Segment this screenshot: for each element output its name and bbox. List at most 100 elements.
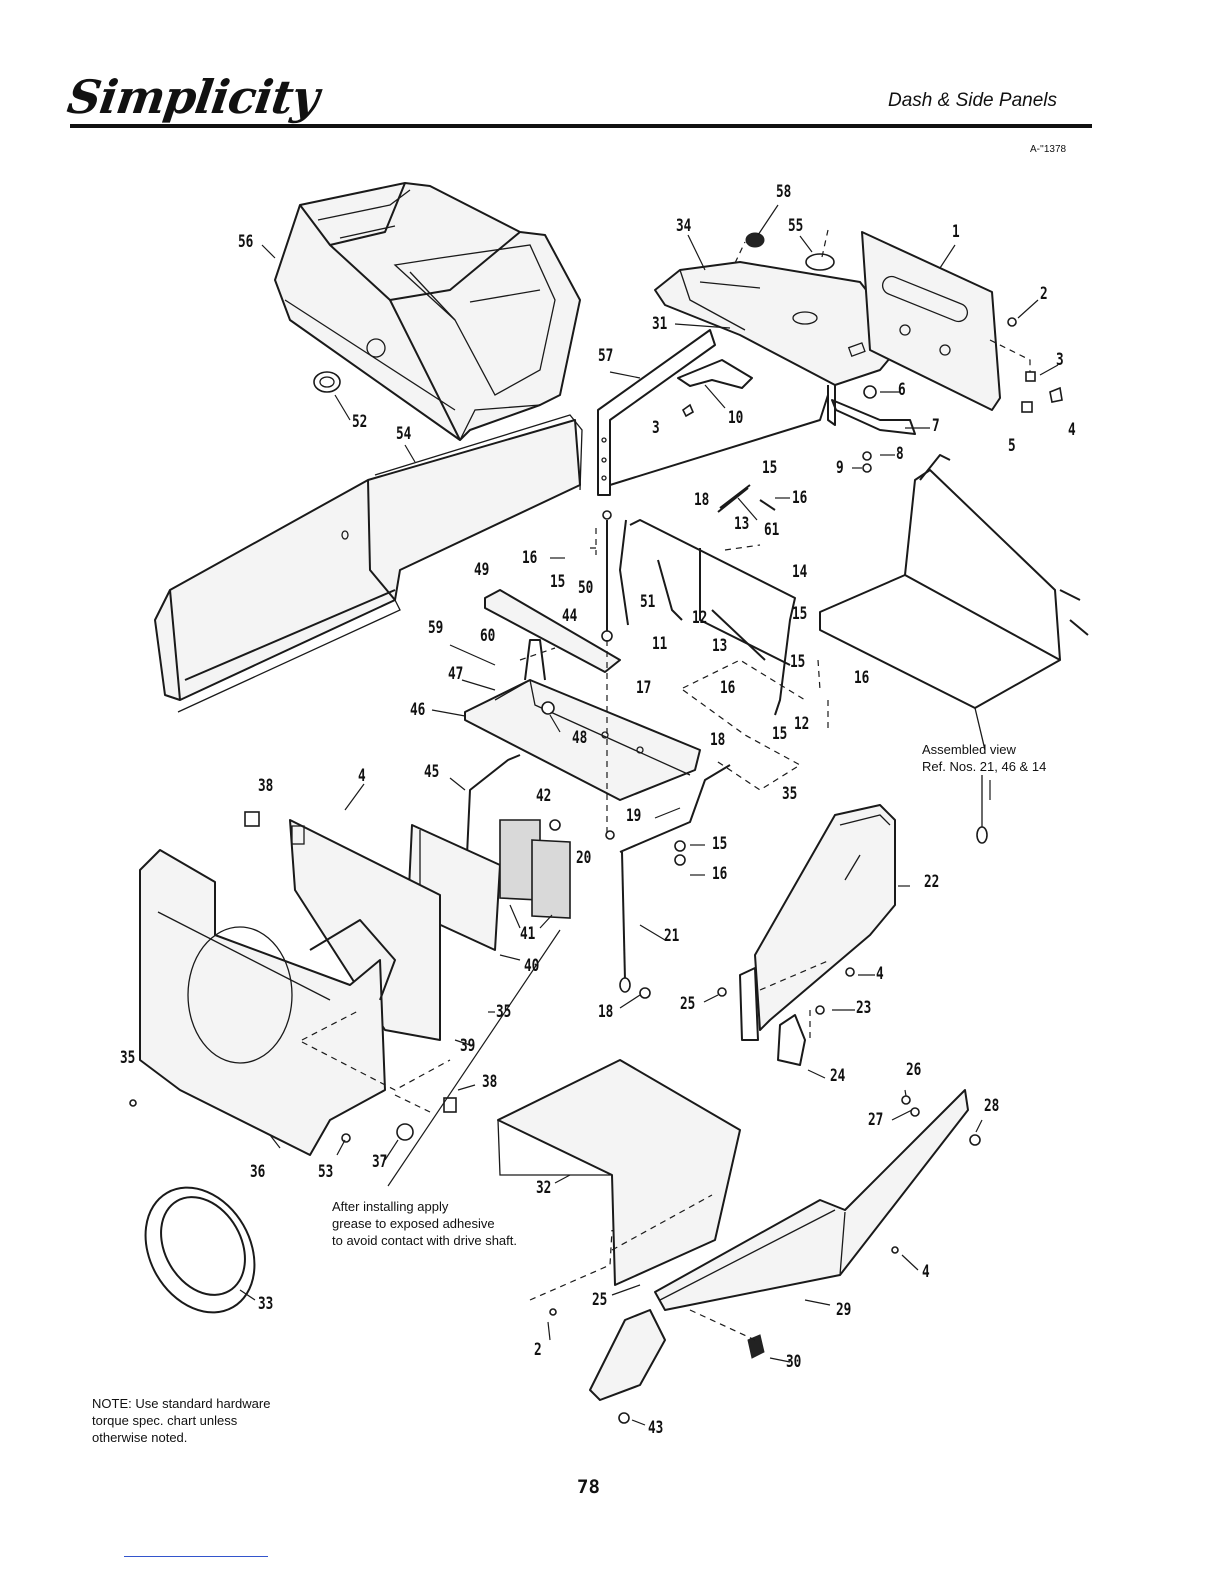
- callout-22: 22: [924, 872, 940, 892]
- part-14-linkage-frame: [619, 484, 796, 716]
- callout-15f: 15: [712, 834, 728, 854]
- callout-59: 59: [428, 618, 444, 638]
- grease-note-line-3: to avoid contact with drive shaft.: [332, 1233, 517, 1248]
- part-57-bracket: [597, 329, 829, 496]
- callout-8: 8: [896, 444, 904, 464]
- callout-4c: 4: [876, 964, 884, 984]
- callout-30: 30: [786, 1352, 802, 1372]
- part-41-foam-blocks: [499, 819, 571, 919]
- callout-41: 41: [520, 924, 536, 944]
- grease-note: After installing apply grease to exposed…: [332, 1198, 517, 1249]
- callout-16: 16: [792, 488, 808, 508]
- callout-61: 61: [764, 520, 780, 540]
- assembly-dash-lines: [301, 229, 1031, 1341]
- hardware-lower-left: [129, 811, 615, 1143]
- callout-43: 43: [648, 1418, 664, 1438]
- callout-60: 60: [480, 626, 496, 646]
- callout-56: 56: [238, 232, 254, 252]
- part-7-bracket: [831, 399, 916, 435]
- callout-3b: 3: [652, 418, 660, 438]
- callout-34: 34: [676, 216, 692, 236]
- callout-15e: 15: [772, 724, 788, 744]
- part-50-rod: [601, 510, 613, 642]
- callout-leader-lines: [239, 204, 1059, 1426]
- torque-note-line-3: otherwise noted.: [92, 1430, 188, 1445]
- header-rule: [70, 124, 1092, 128]
- callout-52: 52: [352, 412, 368, 432]
- callout-40: 40: [524, 956, 540, 976]
- callout-27: 27: [868, 1110, 884, 1130]
- callout-54: 54: [396, 424, 412, 444]
- callout-18c: 18: [598, 1002, 614, 1022]
- callout-23: 23: [856, 998, 872, 1018]
- callout-38b: 38: [482, 1072, 498, 1092]
- callout-13: 13: [734, 514, 750, 534]
- callout-47: 47: [448, 664, 464, 684]
- callout-13b: 13: [712, 636, 728, 656]
- callout-15d: 15: [790, 652, 806, 672]
- callout-58: 58: [776, 182, 792, 202]
- callout-44: 44: [562, 606, 578, 626]
- callout-55: 55: [788, 216, 804, 236]
- callout-4b: 4: [358, 766, 366, 786]
- assembled-view-line-2: Ref. Nos. 21, 46 & 14: [922, 759, 1047, 774]
- part-54-side-panel: [154, 414, 583, 713]
- callout-19: 19: [626, 806, 642, 826]
- callout-29: 29: [836, 1300, 852, 1320]
- torque-note-line-2: torque spec. chart unless: [92, 1413, 238, 1428]
- callout-12: 12: [692, 608, 708, 628]
- callout-35c: 35: [120, 1048, 136, 1068]
- part-10-clip: [677, 359, 753, 389]
- callout-38: 38: [258, 776, 274, 796]
- callout-18: 18: [694, 490, 710, 510]
- callout-15: 15: [762, 458, 778, 478]
- callout-16d: 16: [720, 678, 736, 698]
- callout-39: 39: [460, 1036, 476, 1056]
- assembled-view-line-1: Assembled view: [922, 742, 1016, 757]
- hardware-top-right: [681, 317, 1063, 473]
- hardware-lower-right: [549, 967, 981, 1424]
- callout-37: 37: [372, 1152, 388, 1172]
- callout-57: 57: [598, 346, 614, 366]
- callout-18b: 18: [710, 730, 726, 750]
- callout-20: 20: [576, 848, 592, 868]
- callout-6: 6: [898, 380, 906, 400]
- assembled-view-note: Assembled view Ref. Nos. 21, 46 & 14: [922, 741, 1046, 775]
- part-32-cover: [497, 1059, 741, 1286]
- part-52-grommet: [313, 371, 341, 393]
- callout-49: 49: [474, 560, 490, 580]
- grease-note-line-2: grease to exposed adhesive: [332, 1216, 495, 1231]
- callout-45: 45: [424, 762, 440, 782]
- callout-33: 33: [258, 1294, 274, 1314]
- document-code: A-''1378: [1030, 144, 1067, 155]
- part-46-tray: [464, 639, 701, 801]
- callout-5: 5: [1008, 436, 1016, 456]
- callout-53: 53: [318, 1162, 334, 1182]
- callout-28: 28: [984, 1096, 1000, 1116]
- callout-1: 1: [952, 222, 960, 242]
- torque-note-line-1: NOTE: Use standard hardware: [92, 1396, 271, 1411]
- grease-note-line-1: After installing apply: [332, 1199, 449, 1214]
- bottom-underline: [124, 1556, 268, 1557]
- callout-16b: 16: [522, 548, 538, 568]
- callout-4: 4: [1068, 420, 1076, 440]
- callout-3: 3: [1056, 350, 1064, 370]
- callout-15c: 15: [792, 604, 808, 624]
- section-title: Dash & Side Panels: [888, 90, 1057, 111]
- assembled-view-frame: [819, 454, 1089, 844]
- part-33-ring: [144, 1186, 256, 1314]
- part-49-plate: [484, 589, 621, 673]
- callout-12b: 12: [794, 714, 810, 734]
- callout-17: 17: [636, 678, 652, 698]
- part-45-rod: [466, 754, 521, 856]
- part-56-dash-housing: [274, 182, 581, 441]
- callout-21: 21: [664, 926, 680, 946]
- part-1-plate: [861, 231, 1001, 411]
- callout-35b: 35: [496, 1002, 512, 1022]
- callout-11: 11: [652, 634, 668, 654]
- callout-51: 51: [640, 592, 656, 612]
- part-58-knob: [745, 232, 765, 248]
- callout-35: 35: [782, 784, 798, 804]
- part-22-side-panel: [739, 804, 896, 1041]
- callout-15b: 15: [550, 572, 566, 592]
